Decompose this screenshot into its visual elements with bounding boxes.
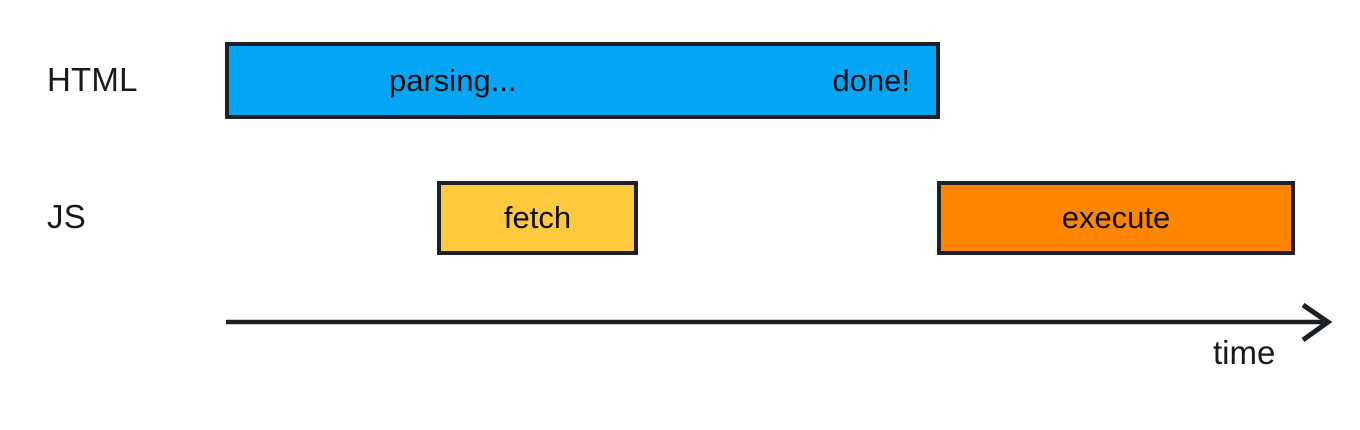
block-label-done: done! xyxy=(832,62,910,98)
row-label-js: JS xyxy=(47,198,86,235)
row-label-html: HTML xyxy=(47,61,138,98)
block-js-fetch: fetch xyxy=(437,181,638,255)
block-label-parsing: parsing... xyxy=(389,62,517,98)
block-label-fetch: fetch xyxy=(503,200,572,235)
block-js-execute: execute xyxy=(937,181,1295,255)
time-axis-label: time xyxy=(1213,334,1276,371)
arrow-right-icon xyxy=(1301,302,1333,343)
block-html-parsing: parsing... done! xyxy=(225,42,940,119)
block-label-execute: execute xyxy=(1061,200,1171,235)
time-axis-arrow xyxy=(226,302,1333,343)
